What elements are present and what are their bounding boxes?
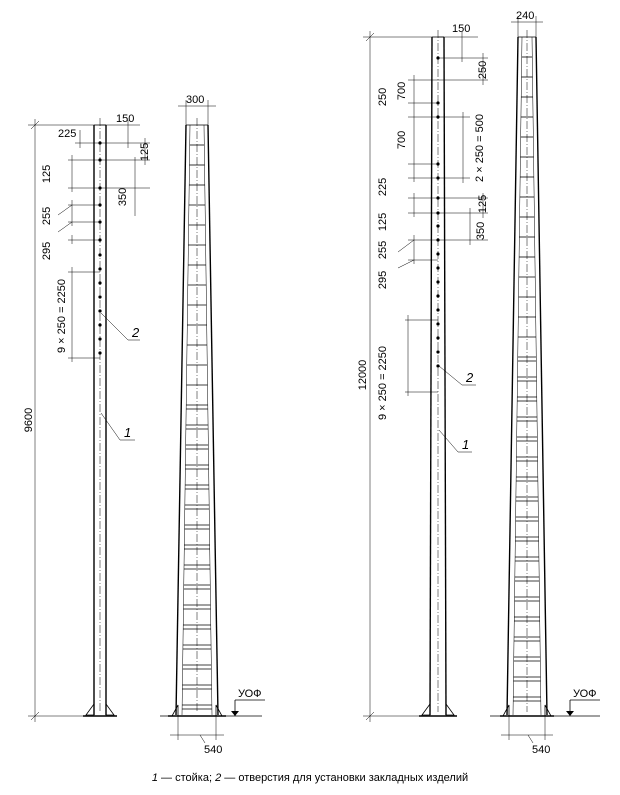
right-ground-label: УОФ (573, 688, 597, 700)
right-pole-side-view (419, 30, 457, 717)
left-left-dimensions: 225 125 255 295 9 × 250 = 2250 (41, 128, 100, 362)
left-callout-1: 1 (124, 425, 131, 440)
right-dim-700-upper: 700 (396, 82, 408, 100)
right-dim-700-lower: 700 (396, 131, 408, 149)
left-dim-225: 225 (58, 128, 76, 140)
left-callout-2: 2 (131, 325, 140, 340)
right-dim-150: 150 (452, 23, 470, 35)
left-right-dimensions: 150 125 350 (100, 113, 151, 216)
right-dim-225: 225 (377, 178, 389, 196)
left-pole-side-view (83, 118, 117, 717)
drawing: 9600 150 125 350 225 125 255 295 9 × 250… (23, 10, 600, 756)
left-dim-125-left: 125 (41, 165, 53, 183)
right-total-height: 12000 (357, 360, 369, 391)
left-dim-9x250: 9 × 250 = 2250 (56, 279, 68, 353)
right-callout-1: 1 (462, 437, 469, 452)
right-dim-255: 255 (377, 241, 389, 259)
right-dim-125-right: 125 (477, 195, 489, 213)
caption-text-2: — отверстия для установки закладных изде… (221, 772, 469, 784)
left-dim-150: 150 (116, 113, 134, 125)
left-top-width: 300 (186, 94, 204, 106)
right-dim-250-left: 250 (377, 88, 389, 106)
right-lattice-rungs (513, 56, 541, 702)
right-height-dimension: 12000 (357, 31, 432, 722)
right-left-dimensions: 250 700 700 225 125 255 295 9 × 250 = 22… (377, 75, 438, 420)
caption-num-2: 2 (215, 772, 222, 784)
right-dim-2x250: 2 × 250 = 500 (474, 114, 486, 182)
left-dim-295: 295 (41, 242, 53, 260)
right-pole-front-view: 240 540 УОФ (490, 10, 600, 756)
caption-num-1: 1 (151, 772, 158, 784)
left-dim-350: 350 (117, 188, 129, 206)
right-dim-9x250: 9 × 250 = 2250 (377, 346, 389, 420)
figure-caption: 1 — стойка; 2 — отверстия для установки … (0, 772, 620, 784)
left-lattice-rungs (182, 144, 212, 710)
left-dim-125-right: 125 (139, 143, 151, 161)
left-dim-255: 255 (41, 207, 53, 225)
left-base-width: 540 (204, 744, 222, 756)
right-callout-2: 2 (465, 370, 474, 385)
right-base-width: 540 (532, 744, 550, 756)
right-dim-295: 295 (377, 271, 389, 289)
right-callouts: 2 1 (438, 365, 476, 453)
left-callouts: 2 1 (100, 312, 140, 441)
right-right-dimensions: 150 250 2 × 250 = 500 125 350 (438, 23, 489, 245)
right-top-width: 240 (516, 10, 534, 22)
right-dim-350: 350 (475, 222, 487, 240)
left-total-height: 9600 (23, 408, 35, 432)
left-pole-front-view: 300 540 УОФ (160, 94, 265, 756)
left-height-dimension: 9600 (23, 119, 94, 722)
right-dim-250-right: 250 (477, 61, 489, 79)
caption-text-1: — стойка; (158, 772, 216, 784)
left-ground-label: УОФ (238, 688, 262, 700)
right-dim-125-left: 125 (377, 213, 389, 231)
